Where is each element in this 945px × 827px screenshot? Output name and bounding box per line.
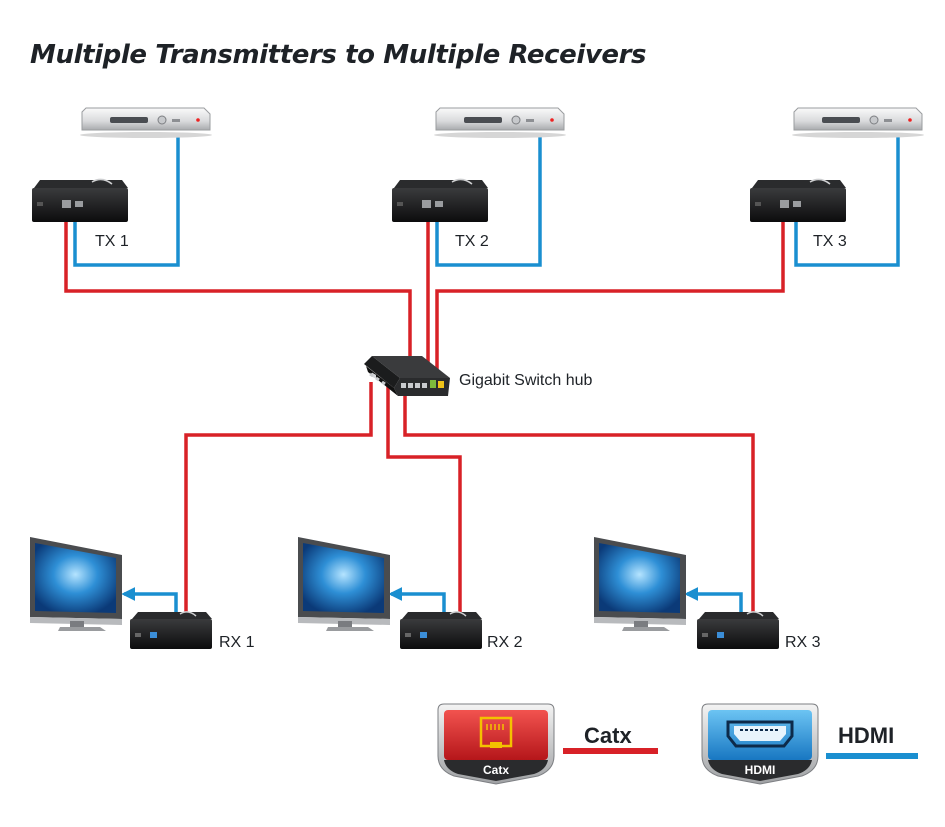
tv-1 xyxy=(30,537,122,631)
hdmi-cable-stb1-tx1 xyxy=(68,133,180,267)
set-top-box-icon xyxy=(434,107,566,138)
tv-monitor-icon xyxy=(298,537,390,631)
set-top-box-3 xyxy=(792,107,924,138)
tx2-label: TX 2 xyxy=(455,233,489,250)
transmitter-icon xyxy=(750,178,846,222)
rx3-label: RX 3 xyxy=(785,634,821,651)
set-top-box-1 xyxy=(80,107,212,138)
transmitter-icon xyxy=(392,178,488,222)
legend-hdmi-label: HDMI xyxy=(838,723,895,748)
receiver-1 xyxy=(130,611,212,649)
legend-catx-label: Catx xyxy=(584,723,632,748)
receiver-3 xyxy=(697,611,779,649)
set-top-box-icon xyxy=(792,107,924,138)
rx2-label: RX 2 xyxy=(487,634,523,651)
legend-hdmi-badge: HDMI xyxy=(701,703,819,785)
hdmi-cable-rx1-tv1 xyxy=(121,587,178,613)
tv-monitor-icon xyxy=(30,537,122,631)
hdmi-cables xyxy=(68,133,900,613)
hdmi-port-icon xyxy=(726,720,794,748)
receiver-icon xyxy=(697,611,779,649)
diagram-title: Multiple Transmitters to Multiple Receiv… xyxy=(30,40,647,70)
catx-cables xyxy=(64,208,785,615)
hdmi-cable-stb2-tx2 xyxy=(430,133,542,267)
catx-cable-switch-rx1 xyxy=(184,382,373,615)
receiver-2 xyxy=(400,611,482,649)
transmitter-icon xyxy=(32,178,128,222)
tv-3 xyxy=(594,537,686,631)
switch-label: Gigabit Switch hub xyxy=(459,372,593,389)
catx-cable-tx3-switch xyxy=(435,208,785,375)
transmitter-3 xyxy=(750,178,846,222)
hdmi-cable-stb3-tx3 xyxy=(789,133,900,267)
receiver-icon xyxy=(130,611,212,649)
legend-catx-badge: Catx xyxy=(437,703,555,785)
ethernet-port-icon xyxy=(479,716,513,748)
catx-cable-switch-rx3 xyxy=(403,389,755,615)
rx1-label: RX 1 xyxy=(219,634,255,651)
gigabit-switch-hub xyxy=(364,356,450,396)
catx-cable-tx1-switch xyxy=(64,208,412,372)
transmitter-2 xyxy=(392,178,488,222)
hdmi-cable-rx3-tv3 xyxy=(684,587,743,613)
tx3-label: TX 3 xyxy=(813,233,847,250)
set-top-box-icon xyxy=(80,107,212,138)
catx-badge-text: Catx xyxy=(483,763,509,777)
tv-monitor-icon xyxy=(594,537,686,631)
tv-2 xyxy=(298,537,390,631)
receiver-icon xyxy=(400,611,482,649)
hdmi-cable-rx2-tv2 xyxy=(388,587,446,613)
switch-hub-icon xyxy=(364,356,450,396)
set-top-box-2 xyxy=(434,107,566,138)
catx-cable-switch-rx2 xyxy=(386,386,462,615)
hdmi-badge-text: HDMI xyxy=(745,763,776,777)
transmitter-1 xyxy=(32,178,128,222)
tx1-label: TX 1 xyxy=(95,233,129,250)
